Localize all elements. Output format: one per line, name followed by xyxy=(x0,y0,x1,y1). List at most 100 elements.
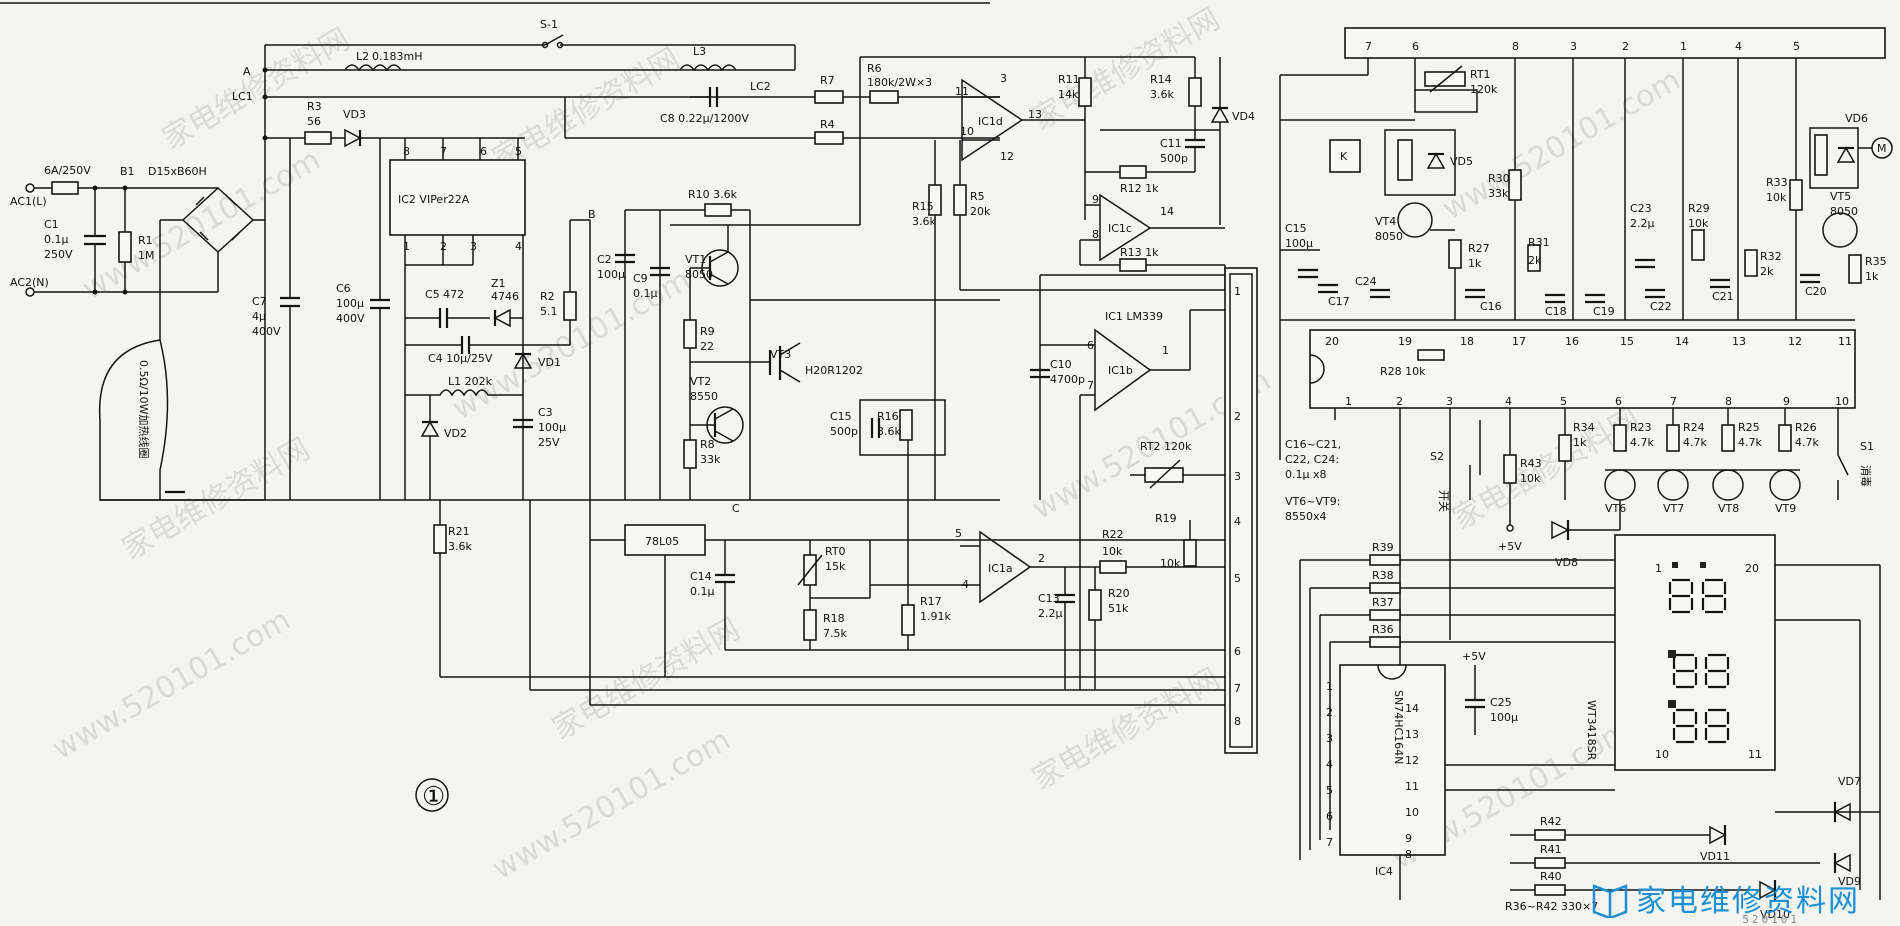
svg-text:1: 1 xyxy=(1345,395,1352,408)
c13-label: C13 xyxy=(1038,592,1060,605)
r6-label: R6 xyxy=(867,62,882,75)
mcu-top-pins: 20 19 18 17 16 15 14 13 12 11 xyxy=(1325,335,1852,348)
ic1b-opamp xyxy=(1094,328,1152,412)
svg-text:6: 6 xyxy=(1412,40,1419,53)
svg-text:1: 1 xyxy=(1162,344,1169,357)
r23 xyxy=(1613,424,1627,452)
r21-value: 3.6k xyxy=(448,540,472,553)
r14-label: R14 xyxy=(1150,73,1172,86)
svg-text:8: 8 xyxy=(1092,228,1099,241)
vt7-label: VT7 xyxy=(1663,502,1684,515)
svg-text:9: 9 xyxy=(1783,395,1790,408)
r24-label: R24 xyxy=(1683,421,1705,434)
c15b-value: 100μ xyxy=(1285,237,1313,250)
r17-label: R17 xyxy=(920,595,942,608)
r7-label: R7 xyxy=(820,74,835,87)
r31-label: R31 xyxy=(1528,236,1550,249)
b1-label: B1 xyxy=(120,165,135,178)
logo-text: 家电维修资料网 xyxy=(1636,884,1860,919)
svg-text:10: 10 xyxy=(960,125,974,138)
r25 xyxy=(1721,424,1735,452)
svg-text:12: 12 xyxy=(1405,754,1419,767)
vt6-transistor xyxy=(1604,469,1636,501)
vt1-label: VT1 xyxy=(685,253,706,266)
r16 xyxy=(899,409,913,441)
c20-label: C20 xyxy=(1805,285,1827,298)
ic4-right-pins: 14 13 12 11 10 9 8 xyxy=(1405,702,1419,861)
display-pin-11: 11 xyxy=(1748,748,1762,761)
svg-text:10: 10 xyxy=(1405,806,1419,819)
c8-label: C8 0.22μ/1200V xyxy=(660,112,749,125)
svg-text:4: 4 xyxy=(1326,758,1333,771)
r31-value: 2k xyxy=(1528,254,1542,267)
r29-value: 10k xyxy=(1688,217,1709,230)
ac1-label: AC1(L) xyxy=(10,195,47,208)
c1-value: 0.1μ xyxy=(44,233,69,246)
r3 xyxy=(304,131,332,145)
node-a-label: A xyxy=(243,65,251,78)
ic1-label: IC1 LM339 xyxy=(1105,310,1163,323)
input-section: AC1(L) AC2(N) 6A/250V B1 C1 0.1μ 250V R1… xyxy=(10,70,1000,501)
r2-value: 5.1 xyxy=(540,305,558,318)
vd9-led xyxy=(1833,853,1851,873)
vd6-label: VD6 xyxy=(1845,112,1868,125)
r10-label: R10 3.6k xyxy=(688,188,738,201)
vt6-label: VT6 xyxy=(1605,502,1626,515)
r22-value: 10k xyxy=(1102,545,1123,558)
svg-text:15: 15 xyxy=(1620,335,1634,348)
vd7-label: VD7 xyxy=(1838,775,1861,788)
seven-segment-digits xyxy=(1668,562,1730,744)
note-line-1: C16~C21, xyxy=(1285,438,1341,451)
r21 xyxy=(433,524,447,554)
r27-value: 1k xyxy=(1468,257,1482,270)
r6 xyxy=(869,90,899,104)
c14-value: 0.1μ xyxy=(690,585,715,598)
r30-value: 33k xyxy=(1488,187,1509,200)
c3-value: 100μ xyxy=(538,421,566,434)
svg-text:4: 4 xyxy=(1735,40,1742,53)
coil-label: 0.5Ω/10W加热线圈 xyxy=(137,360,151,458)
r1 xyxy=(118,231,132,263)
ic1a-opamp xyxy=(979,530,1032,604)
svg-text:4: 4 xyxy=(515,240,522,253)
relay-k-label: K xyxy=(1340,150,1348,163)
s1-switch-label: S-1 xyxy=(540,18,558,31)
mcu-bottom-pins: 1 2 3 4 5 6 7 8 9 10 xyxy=(1345,395,1849,408)
l3-label: L3 xyxy=(693,45,706,58)
c19-label: C19 xyxy=(1593,305,1615,318)
vt4-label: VT4 xyxy=(1375,215,1396,228)
r29-label: R29 xyxy=(1688,202,1710,215)
r34-label: R34 xyxy=(1573,421,1595,434)
svg-text:3: 3 xyxy=(1570,40,1577,53)
r26 xyxy=(1778,424,1792,452)
plus5v-label: +5V xyxy=(1498,540,1522,553)
ic1b-label: IC1b xyxy=(1108,364,1133,377)
svg-text:8: 8 xyxy=(403,145,410,158)
r40-label: R40 xyxy=(1540,870,1562,883)
l2-value: 0.183mH xyxy=(372,50,422,63)
vd10-label: VD10 xyxy=(1760,908,1790,921)
c4-label: C4 10μ/25V xyxy=(428,352,493,365)
c25-label: C25 xyxy=(1490,696,1512,709)
vd10-led xyxy=(1759,880,1777,900)
ic4-left-pins: 1 2 3 4 5 6 7 xyxy=(1326,680,1333,849)
r4-label: R4 xyxy=(820,118,835,131)
r36-label: R36 xyxy=(1372,623,1394,636)
vt5-value: 8050 xyxy=(1830,205,1858,218)
r4 xyxy=(814,131,844,145)
node-lc2-label: LC2 xyxy=(750,80,771,93)
r9 xyxy=(683,319,697,349)
r26-value: 4.7k xyxy=(1795,436,1819,449)
r23-value: 4.7k xyxy=(1630,436,1654,449)
l2-label: L2 xyxy=(356,50,369,63)
svg-text:2: 2 xyxy=(1234,410,1241,423)
r9-label: R9 xyxy=(700,325,715,338)
r30-label: R30 xyxy=(1488,172,1510,185)
c10-value: 4700p xyxy=(1050,373,1085,386)
vd3-label: VD3 xyxy=(343,108,366,121)
svg-text:16: 16 xyxy=(1565,335,1579,348)
r35 xyxy=(1848,254,1862,284)
r43 xyxy=(1503,454,1517,484)
svg-text:6: 6 xyxy=(1234,645,1241,658)
